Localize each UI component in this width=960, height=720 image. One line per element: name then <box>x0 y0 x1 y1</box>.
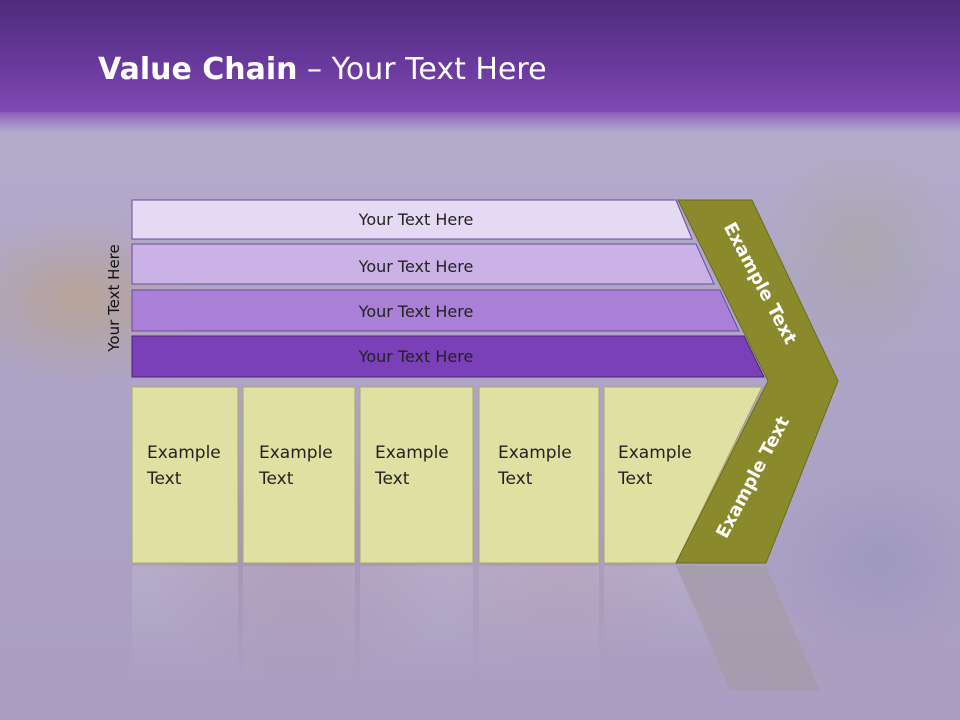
bar-4[interactable] <box>131 335 765 378</box>
cell-4[interactable] <box>478 386 600 564</box>
header-band <box>0 0 960 112</box>
cell-2-line1: Example <box>259 443 333 463</box>
bar-4-label: Your Text Here <box>358 347 474 366</box>
slide-title[interactable]: Value Chain – Your Text Here <box>98 52 547 87</box>
cell-4-line2: Text <box>497 469 533 489</box>
cell-1[interactable] <box>131 386 239 564</box>
cell-4-line1: Example <box>498 443 572 463</box>
cell-3-line2: Text <box>374 469 410 489</box>
cell-1-line2: Text <box>146 469 182 489</box>
title-bold: Value Chain <box>98 52 298 87</box>
bar-1[interactable] <box>131 199 693 240</box>
bar-2-label: Your Text Here <box>358 257 474 276</box>
title-rest: – Your Text Here <box>297 52 547 87</box>
cell-2[interactable] <box>242 386 356 564</box>
bar-3[interactable] <box>131 289 740 332</box>
cell-5-line1: Example <box>618 443 692 463</box>
cell-2-line2: Text <box>258 469 294 489</box>
cell-1-line1: Example <box>147 443 221 463</box>
chevron-arrow[interactable] <box>675 199 839 564</box>
cell-3[interactable] <box>359 386 474 564</box>
bar-2[interactable] <box>131 243 715 285</box>
cell-3-line1: Example <box>375 443 449 463</box>
bar-1-label: Your Text Here <box>358 210 474 229</box>
header-fade <box>0 112 960 132</box>
cell-5-line2: Text <box>617 469 653 489</box>
bar-3-label: Your Text Here <box>358 302 474 321</box>
reflection <box>132 566 820 690</box>
